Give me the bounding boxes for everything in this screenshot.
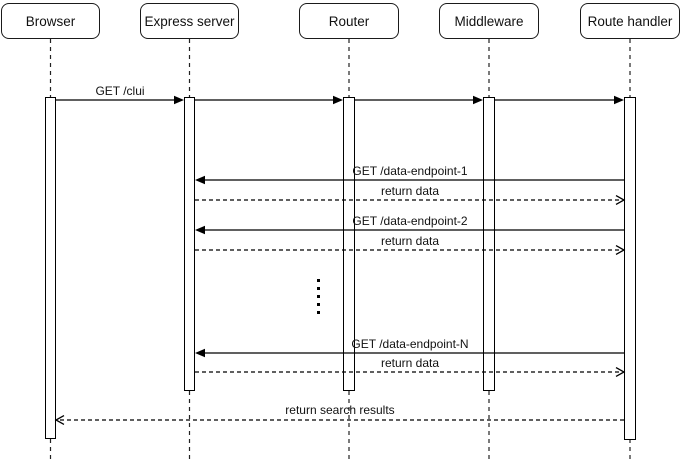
filled-arrowhead-icon [195, 225, 205, 235]
open-arrowhead-icon [54, 415, 65, 425]
participant-middleware: Middleware [439, 3, 539, 39]
participant-label: Express server [144, 13, 235, 29]
message-label-get-endpoint-N: GET /data-endpoint-N [351, 337, 469, 351]
message-line-middleware-to-handler [495, 95, 624, 105]
participant-route-handler: Route handler [580, 3, 680, 39]
participant-label: Router [328, 13, 370, 29]
ellipsis-dot [317, 294, 320, 298]
participant-label: Browser [25, 13, 76, 29]
message-line-express-to-router [195, 95, 343, 105]
activation-bar-route-handler [624, 97, 636, 440]
message-label-get-endpoint-2: GET /data-endpoint-2 [352, 214, 468, 228]
open-arrowhead-icon [615, 245, 626, 255]
participant-label: Middleware [454, 13, 524, 29]
filled-arrowhead-icon [473, 95, 483, 105]
ellipsis-dot [317, 286, 320, 290]
participant-browser: Browser [1, 3, 100, 39]
message-label-return-data-N: return data [380, 356, 440, 370]
activation-bar-browser [45, 97, 56, 439]
filled-arrowhead-icon [333, 95, 343, 105]
filled-arrowhead-icon [195, 175, 205, 185]
participant-label: Route handler [587, 13, 673, 29]
message-label-get-endpoint-1: GET /data-endpoint-1 [352, 164, 468, 178]
ellipsis-dot [317, 302, 320, 306]
omitted-messages-ellipsis [317, 279, 320, 319]
participant-router: Router [299, 3, 399, 39]
message-label-return-data-1: return data [380, 184, 440, 198]
participant-express-server: Express server [140, 3, 239, 39]
message-label-return-data-2: return data [380, 234, 440, 248]
filled-arrowhead-icon [195, 348, 205, 358]
open-arrowhead-icon [615, 195, 626, 205]
filled-arrowhead-icon [614, 95, 624, 105]
message-line-router-to-middleware [355, 95, 483, 105]
ellipsis-dot [317, 310, 320, 314]
message-label-get-clui: GET /clui [95, 84, 145, 98]
activation-bar-express-server [184, 97, 195, 391]
message-label-return-search-results: return search results [285, 403, 395, 417]
ellipsis-dot [317, 279, 320, 282]
open-arrowhead-icon [615, 367, 626, 377]
